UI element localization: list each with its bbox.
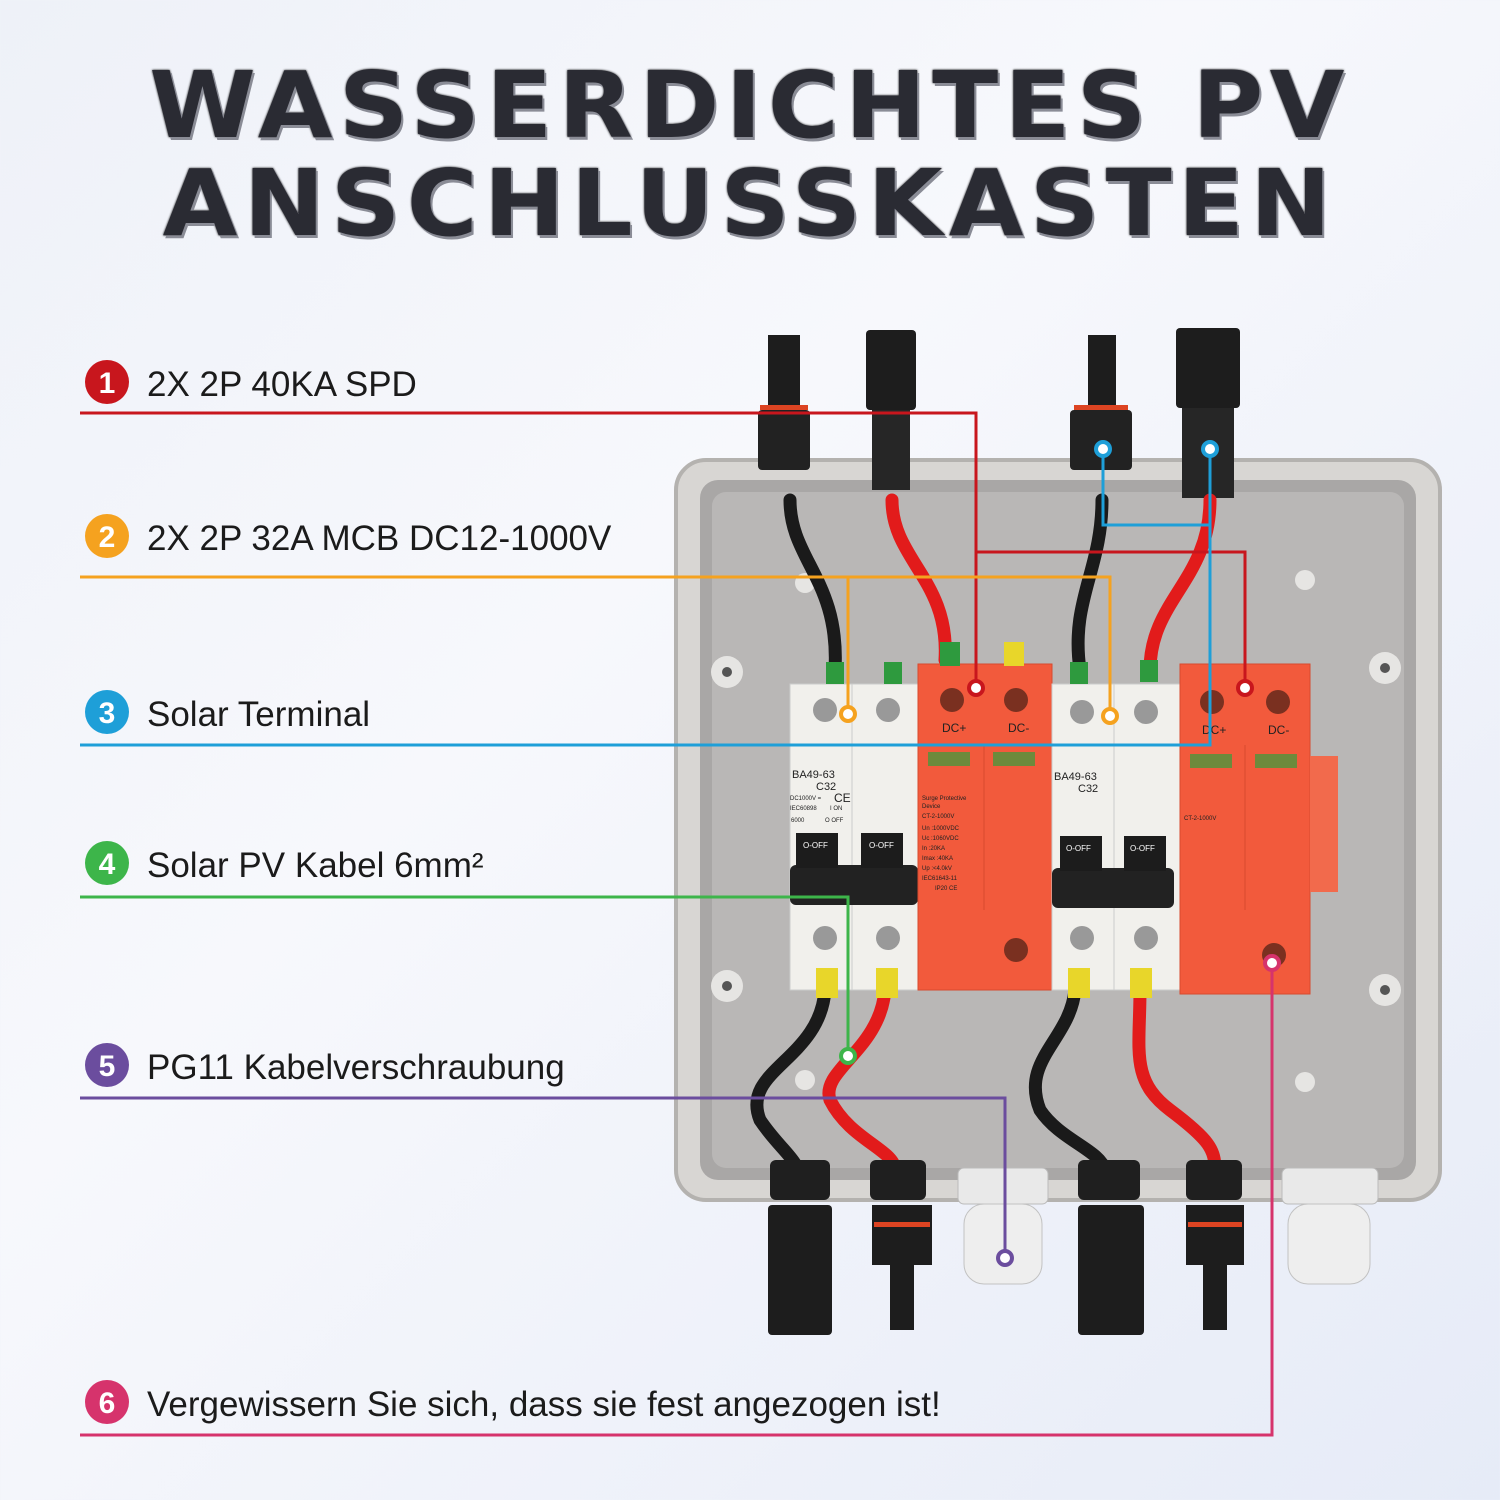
mcb-standard: IEC60898 [790, 806, 817, 812]
spd-dc-plus: DC+ [942, 721, 966, 735]
spd-up: Up :<4.0kV [922, 866, 952, 872]
leader-line-4 [80, 895, 850, 1056]
spd-name: Surge Protective [922, 796, 967, 802]
top-connectors [758, 328, 1240, 498]
callout-text: 2X 2P 40KA SPD [147, 365, 417, 404]
callout-number: 3 [99, 697, 116, 730]
spd-dc-minus: DC- [1268, 723, 1289, 737]
spd-device-2: DC+ DC- CT-2-1000V [1179, 663, 1338, 995]
spd-uc: Uc :1060VDC [922, 836, 959, 842]
mcb-lever-label: O-OFF [1130, 844, 1155, 853]
callout-3: 3 Solar Terminal [85, 690, 370, 734]
leader-line-6 [80, 963, 1274, 1437]
callout-number: 2 [99, 521, 116, 554]
bottom-connectors [768, 1160, 1244, 1335]
spd-imax: Imax :40KA [922, 856, 953, 862]
spd-name-line-2: Device [922, 804, 941, 810]
mcb-lever-label: O-OFF [803, 841, 828, 850]
mcb-model: BA49-63 [792, 769, 835, 781]
spd-device-1: DC+ DC- Surge Protective Device CT-2-100… [917, 663, 1053, 991]
callout-text: 2X 2P 32A MCB DC12-1000V [147, 519, 612, 558]
callout-6: 6 Vergewissern Sie sich, dass sie fest a… [85, 1380, 941, 1424]
mcb-capacity: 6000 [791, 818, 805, 824]
spd-model: CT-2-1000V [1184, 816, 1216, 822]
leader-line-5 [80, 1096, 1007, 1258]
callout-number: 1 [99, 367, 116, 400]
mcb-breaker-2: BA49-63 C32 O-OFF O-OFF [1051, 683, 1181, 991]
mcb-rating: C32 [816, 781, 836, 793]
callout-2: 2 2X 2P 32A MCB DC12-1000V [85, 514, 612, 558]
spd-ip: IP20 CE [935, 886, 957, 892]
leader-dots [839, 440, 1281, 1267]
mcb-model: BA49-63 [1054, 771, 1097, 783]
spd-in: In :20KA [922, 846, 945, 852]
callout-number: 6 [99, 1387, 116, 1420]
spd-model: CT-2-1000V [922, 814, 954, 820]
cable-ferrules [816, 642, 1158, 998]
callout-number: 4 [99, 848, 116, 881]
leader-line-2 [80, 575, 1112, 716]
spd-standard: IEC61643-11 [922, 876, 958, 882]
callout-text: Solar PV Kabel 6mm² [147, 846, 484, 885]
title-line-2: ANSCHLUSSKASTEN [162, 150, 1338, 257]
mcb-voltage: DC1000V = [790, 796, 822, 802]
callout-1: 1 2X 2P 40KA SPD [85, 360, 417, 404]
mcb-off: O OFF [825, 818, 844, 824]
callout-4: 4 Solar PV Kabel 6mm² [85, 841, 484, 885]
cable-glands [957, 1167, 1379, 1285]
leader-line-3 [80, 449, 1212, 747]
mcb-lever-label: O-OFF [1066, 844, 1091, 853]
leader-lines [80, 411, 1274, 1437]
spd-un: Un :1000VDC [922, 826, 960, 832]
cables [750, 493, 1222, 1187]
spd-dc-plus: DC+ [1202, 723, 1226, 737]
spd-dc-minus: DC- [1008, 721, 1029, 735]
callout-text: Solar Terminal [147, 695, 370, 734]
leader-line-1 [80, 411, 1247, 688]
mcb-ce: CE [834, 791, 851, 805]
title-line-1: WASSERDICHTES PV [149, 52, 1351, 159]
mcb-on: I ON [830, 806, 842, 812]
callout-5: 5 PG11 Kabelverschraubung [85, 1043, 565, 1087]
callout-text: PG11 Kabelverschraubung [147, 1048, 565, 1087]
callout-number: 5 [99, 1050, 116, 1083]
mcb-rating: C32 [1078, 783, 1098, 795]
mcb-breaker-1: BA49-63 C32 DC1000V = IEC60898 6000 I ON… [789, 683, 919, 991]
callout-text: Vergewissern Sie sich, dass sie fest ang… [147, 1385, 941, 1424]
mcb-lever-label: O-OFF [869, 841, 894, 850]
